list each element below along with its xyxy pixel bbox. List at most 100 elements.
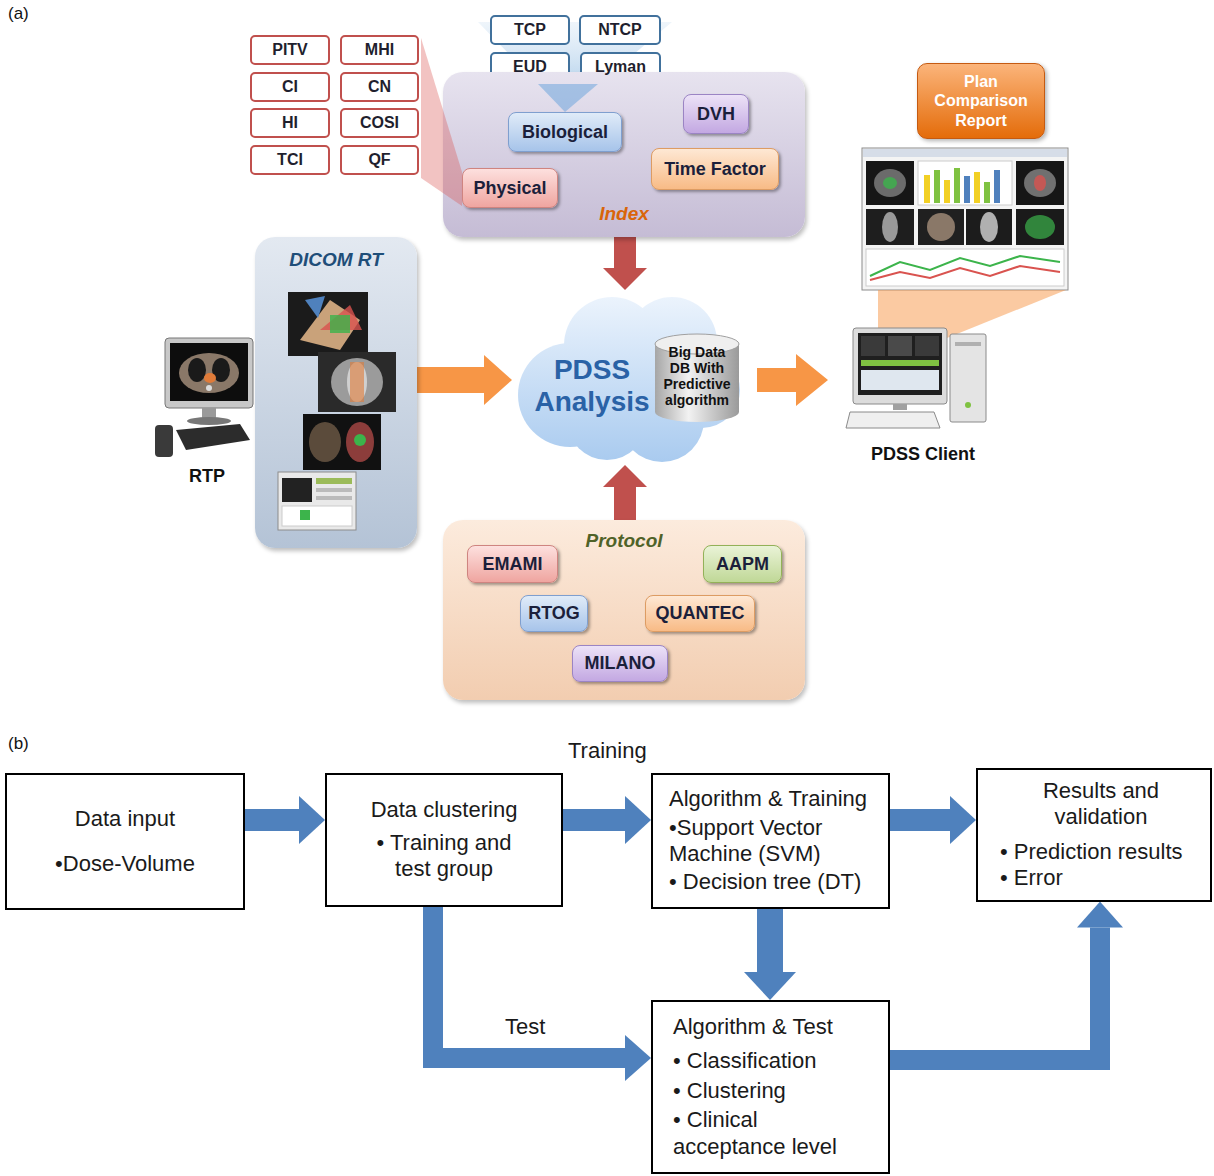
report-screenshot <box>863 149 1067 157</box>
node-title: AAPM <box>716 554 769 575</box>
rtp-computer <box>204 373 216 383</box>
client-computer <box>965 402 971 408</box>
dicom-image <box>316 488 352 492</box>
node-title: Plan Comparison Report <box>928 72 1034 130</box>
node-title: DICOM RT <box>289 249 383 271</box>
report-screenshot <box>866 209 914 245</box>
dicom-image <box>350 362 364 402</box>
rtp-computer <box>179 353 239 393</box>
node-text: • Prediction results <box>1000 839 1202 865</box>
report-screenshot <box>870 266 1060 280</box>
rtp-computer <box>176 424 250 450</box>
report-screenshot <box>1024 169 1056 197</box>
node-title: TCP <box>514 21 546 39</box>
block-arrow <box>563 809 625 831</box>
node-title: Time Factor <box>664 159 766 180</box>
client-computer <box>853 328 947 404</box>
node-title: PDSS Analysis <box>530 354 654 418</box>
rtp-computer <box>187 417 231 425</box>
node-title: EUD <box>513 58 547 76</box>
dicom-image <box>320 305 362 330</box>
dicom-image <box>316 478 352 484</box>
report-screenshot <box>924 175 930 203</box>
report-screenshot <box>944 180 950 203</box>
metric-box: HI <box>250 108 330 138</box>
rtp-computer <box>188 358 206 382</box>
rtp-computer <box>155 425 173 457</box>
client-computer <box>888 336 912 356</box>
block-arrow <box>890 809 950 831</box>
dicom-image <box>282 506 352 526</box>
dicom-image <box>303 414 381 470</box>
node-title: Results and validation <box>1026 778 1176 831</box>
node-text: •Dose-Volume <box>55 851 195 877</box>
process-box: Data clustering • Training and test group <box>325 773 563 907</box>
edge-label: Training <box>566 738 649 764</box>
node-title: Physical <box>473 178 546 199</box>
metric-box: PITV <box>250 35 330 65</box>
dicom-image <box>278 292 396 530</box>
report-screenshot <box>862 148 1068 290</box>
index-panel: Index Biological DVH Physical Time Factor <box>443 72 805 237</box>
node-title: RTOG <box>528 603 580 624</box>
client-computer <box>861 370 939 390</box>
dicom-image <box>347 362 367 402</box>
node-title: CN <box>368 78 391 96</box>
category-box: Time Factor <box>651 148 779 190</box>
node-text: • Training and test group <box>362 830 526 883</box>
client-computer <box>861 336 885 356</box>
category-box: QUANTEC <box>645 595 755 632</box>
cylinder-shape <box>655 344 739 412</box>
node-text: • Clinical acceptance level <box>673 1107 876 1160</box>
process-box: Algorithm & Test• Classification• Cluste… <box>651 1000 890 1174</box>
report-screenshot <box>1034 175 1046 191</box>
report-screenshot <box>862 148 1068 290</box>
report-screenshot <box>964 176 970 203</box>
dicom-image <box>330 315 350 333</box>
category-box: RTOG <box>520 595 588 632</box>
report-screenshot <box>954 168 960 203</box>
metric-box: CN <box>340 72 419 102</box>
part-label: PDSS Client <box>871 444 975 465</box>
client-computer <box>846 328 986 428</box>
block-arrow <box>614 237 636 268</box>
part-label: (a) <box>8 4 29 24</box>
dicom-image <box>300 300 360 350</box>
report-screenshot <box>974 172 980 203</box>
dicom-image <box>346 422 374 462</box>
report-screenshot <box>927 213 955 241</box>
node-title: Data clustering <box>371 797 518 823</box>
node-title: TCI <box>277 151 303 169</box>
node-title: MILANO <box>585 653 656 674</box>
report-screenshot <box>994 170 1000 203</box>
client-computer <box>950 334 986 422</box>
client-computer <box>955 342 981 346</box>
client-computer <box>858 333 942 395</box>
dicom-image <box>305 296 325 318</box>
node-text: • Clustering <box>673 1078 876 1104</box>
block-arrow <box>417 367 484 393</box>
part-label: RTP <box>189 466 225 487</box>
node-title: Protocol <box>585 530 662 552</box>
dicom-image <box>309 422 341 462</box>
category-box: Biological <box>508 112 622 152</box>
edge-label: Test <box>503 1014 547 1040</box>
node-title: DVH <box>697 104 735 125</box>
node-title: NTCP <box>598 21 642 39</box>
part-label: (b) <box>8 734 29 754</box>
process-box: Data input•Dose-Volume <box>5 773 245 910</box>
report-screenshot <box>918 161 1012 205</box>
node-title: QUANTEC <box>656 603 745 624</box>
funnel <box>421 38 462 206</box>
dicom-image <box>318 352 396 412</box>
report-screenshot <box>874 169 906 197</box>
category-box: MILANO <box>572 645 668 682</box>
metric-box: QF <box>340 145 419 175</box>
rtp-computer <box>206 385 212 391</box>
dicom-image <box>288 292 368 356</box>
dicom-panel: DICOM RT <box>255 237 417 548</box>
category-box: AAPM <box>703 545 782 583</box>
node-title: Index <box>599 203 649 225</box>
node-title: CI <box>282 78 298 96</box>
